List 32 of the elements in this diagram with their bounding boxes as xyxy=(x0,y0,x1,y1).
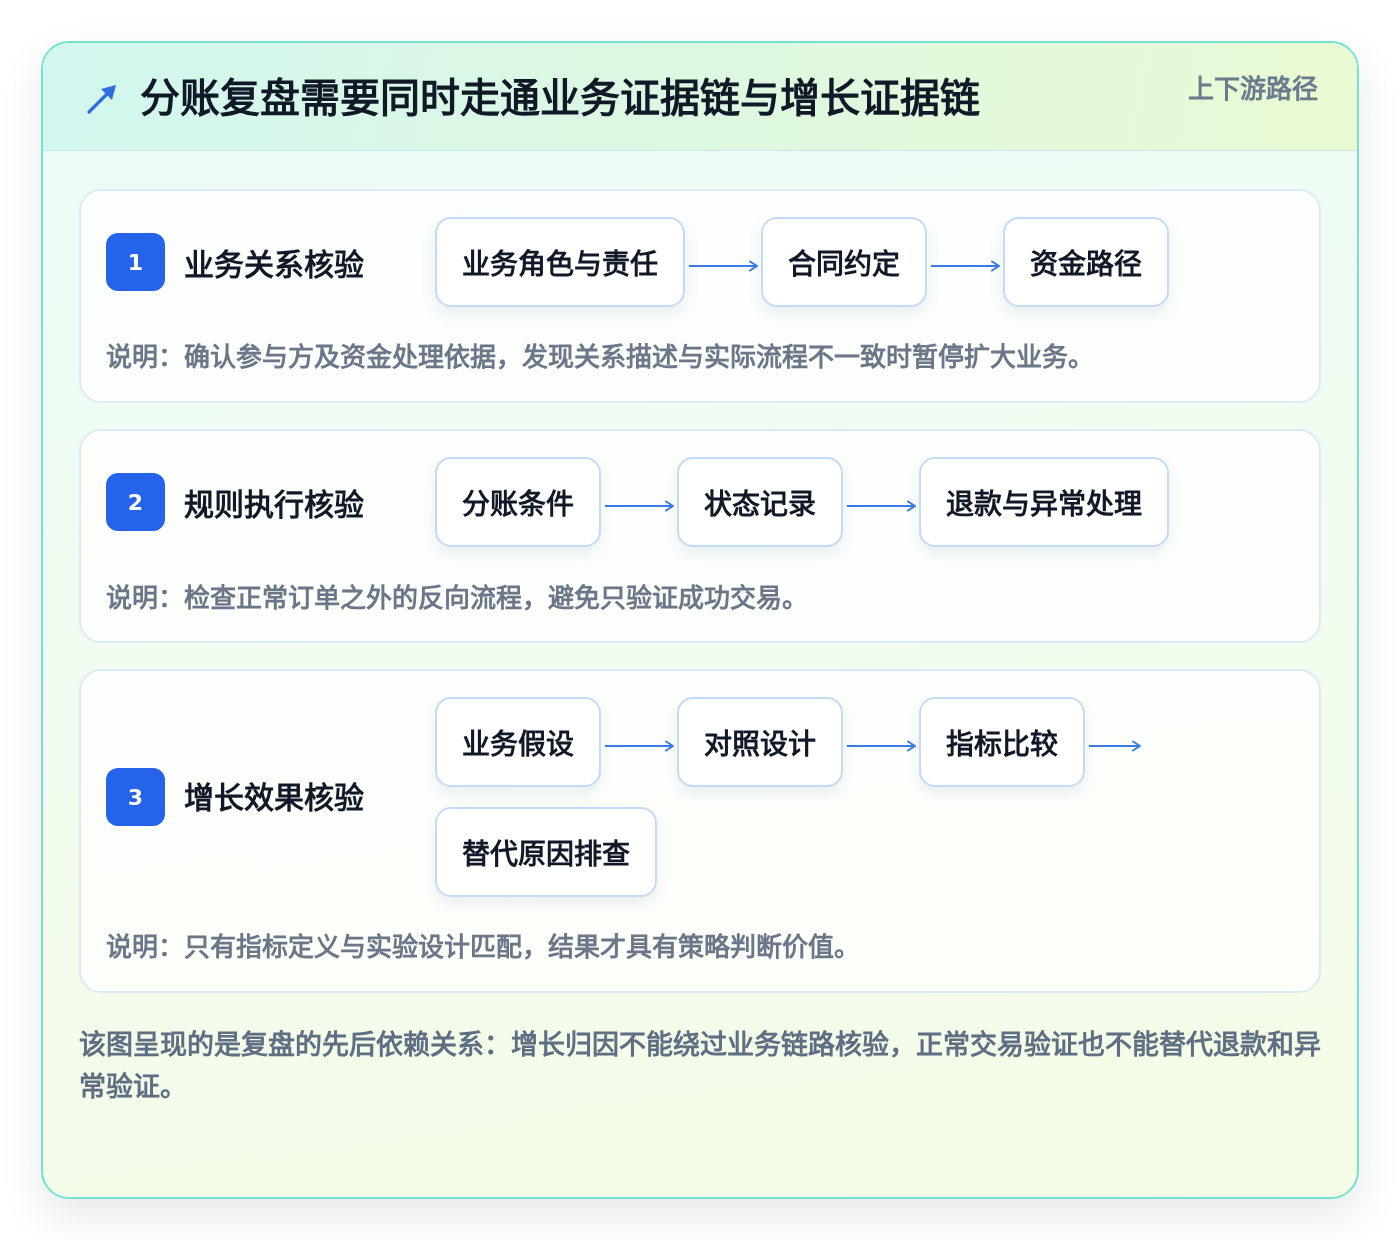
step-box: 指标比较 xyxy=(919,697,1085,787)
arrow xyxy=(846,500,916,512)
arrow xyxy=(930,260,1000,272)
number-badge: 3 xyxy=(106,768,165,826)
number-badge: 2 xyxy=(106,473,165,531)
step-box: 分账条件 xyxy=(435,457,601,547)
section-heading: 增长效果核验 xyxy=(184,778,364,817)
note-text: 说明：只有指标定义与实验设计匹配，结果才具有策略判断价值。 xyxy=(106,931,860,964)
step-box: 业务假设 xyxy=(435,697,601,787)
step-box: 状态记录 xyxy=(677,457,843,547)
section-card xyxy=(79,429,1321,643)
arrow xyxy=(688,260,758,272)
step-box: 替代原因排查 xyxy=(435,807,657,897)
number-badge: 1 xyxy=(106,233,165,291)
caption-text: 该图呈现的是复盘的先后依赖关系：增长归因不能绕过业务链路核验，正常交易验证也不能替代退款和异常验证。 xyxy=(79,1028,1322,1104)
note-text: 说明：检查正常订单之外的反向流程，避免只验证成功交易。 xyxy=(106,582,808,615)
step-box: 退款与异常处理 xyxy=(919,457,1169,547)
title: 分账复盘需要同时走通业务证据链与增长证据链 xyxy=(140,74,980,122)
section-heading: 规则执行核验 xyxy=(184,485,364,524)
section-card xyxy=(79,189,1321,403)
section-heading: 业务关系核验 xyxy=(184,245,364,284)
arrow xyxy=(1088,740,1141,752)
step-box: 业务角色与责任 xyxy=(435,217,685,307)
note-text: 说明：确认参与方及资金处理依据，发现关系描述与实际流程不一致时暂停扩大业务。 xyxy=(106,341,1094,374)
arrow xyxy=(604,740,674,752)
step-box: 资金路径 xyxy=(1003,217,1169,307)
section-card xyxy=(79,669,1321,993)
header-label: 上下游路径 xyxy=(1188,73,1318,105)
step-box: 合同约定 xyxy=(761,217,927,307)
step-box: 对照设计 xyxy=(677,697,843,787)
arrow xyxy=(846,740,916,752)
arrow xyxy=(604,500,674,512)
